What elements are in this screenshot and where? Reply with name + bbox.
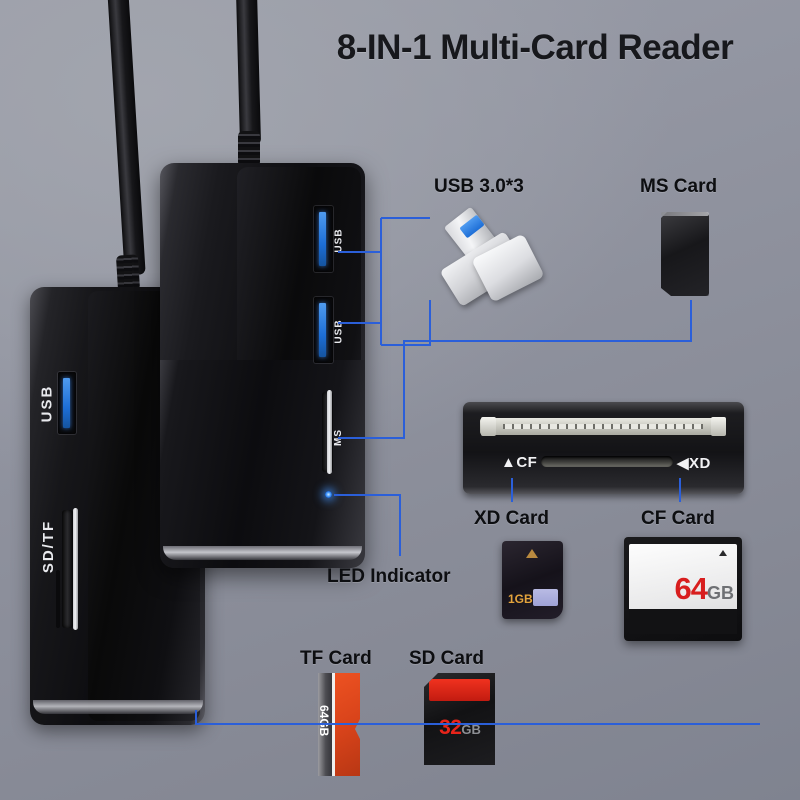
cf-reader-pin-array	[503, 424, 703, 429]
callout-line-usb-to-label	[381, 218, 445, 252]
led-indicator-light	[325, 491, 332, 498]
callout-label-sd-card: SD Card	[409, 648, 484, 669]
sd-card-capacity-number: 32	[439, 716, 462, 739]
tf-card-capacity-label: 64GB	[317, 705, 331, 737]
port-usb-top-2-label: USB	[333, 319, 345, 344]
ms-card-top-highlight	[661, 212, 709, 216]
port-sdtf-slot[interactable]	[62, 510, 73, 628]
port-ms-label: MS	[333, 429, 344, 446]
port-usb-top-2-tongue	[319, 303, 326, 357]
cable-right	[235, 0, 262, 146]
port-ms-slot-lip	[327, 390, 332, 474]
port-usb-top-1-label: USB	[333, 228, 345, 253]
cf-xd-combo-reader: ▲CF ◀XD	[463, 402, 744, 494]
xd-reader-slot[interactable]	[541, 456, 673, 467]
xd-card-capacity-label: 1GB	[508, 592, 533, 606]
cf-marker-label: ▲CF	[501, 454, 538, 471]
callout-label-cf-card: CF Card	[641, 508, 715, 529]
port-usb-left-tongue	[63, 378, 70, 428]
cf-reader-tab-right	[711, 417, 726, 436]
port-usb-left-label: USB	[38, 384, 56, 423]
xd-card-triangle-mark	[526, 549, 538, 558]
cable-left	[107, 0, 146, 276]
ms-card-product	[661, 212, 709, 296]
xd-card-product: 1GB	[502, 541, 563, 619]
callout-label-led-indicator: LED Indicator	[327, 566, 451, 587]
cf-card-arrow-mark	[719, 550, 727, 556]
hub-primary-lower-body	[160, 360, 365, 568]
page-title: 8-IN-1 Multi-Card Reader	[336, 28, 734, 67]
callout-label-tf-card: TF Card	[300, 648, 372, 669]
cf-reader-tab-left	[481, 417, 496, 436]
xd-marker-label: ◀XD	[677, 455, 711, 472]
xd-card-contact-pad	[533, 589, 558, 606]
port-sdtf-slot-lip	[73, 508, 78, 630]
hub-secondary-bottom-edge	[33, 700, 203, 714]
callout-label-ms-card: MS Card	[640, 176, 718, 197]
tf-card-product: 64GB	[318, 673, 360, 776]
cf-card-black-band	[629, 609, 737, 634]
sd-card-red-band	[429, 679, 490, 701]
cf-card-product: 64GB	[624, 537, 742, 641]
cf-card-capacity: 64GB	[670, 573, 734, 604]
port-usb-top-1-tongue	[319, 212, 326, 266]
callout-label-usb-3: USB 3.0*3	[434, 176, 524, 197]
sd-card-product: 32GB	[424, 673, 495, 765]
sd-card-capacity-unit: GB	[461, 722, 481, 737]
hub-primary-bottom-edge	[163, 546, 362, 560]
callout-line-usb-to-drive	[381, 300, 431, 346]
usb-flash-drive	[439, 206, 545, 307]
callout-label-xd-card: XD Card	[474, 508, 549, 529]
tf-card-white-edge	[332, 673, 335, 776]
sd-card-capacity: 32GB	[430, 717, 490, 738]
port-sdtf-secondary-groove	[56, 570, 60, 628]
port-sdtf-label: SD/TF	[40, 519, 58, 574]
cf-card-capacity-unit: GB	[707, 583, 734, 603]
cable-right-strain-relief	[238, 131, 260, 167]
cf-card-capacity-number: 64	[674, 571, 708, 606]
